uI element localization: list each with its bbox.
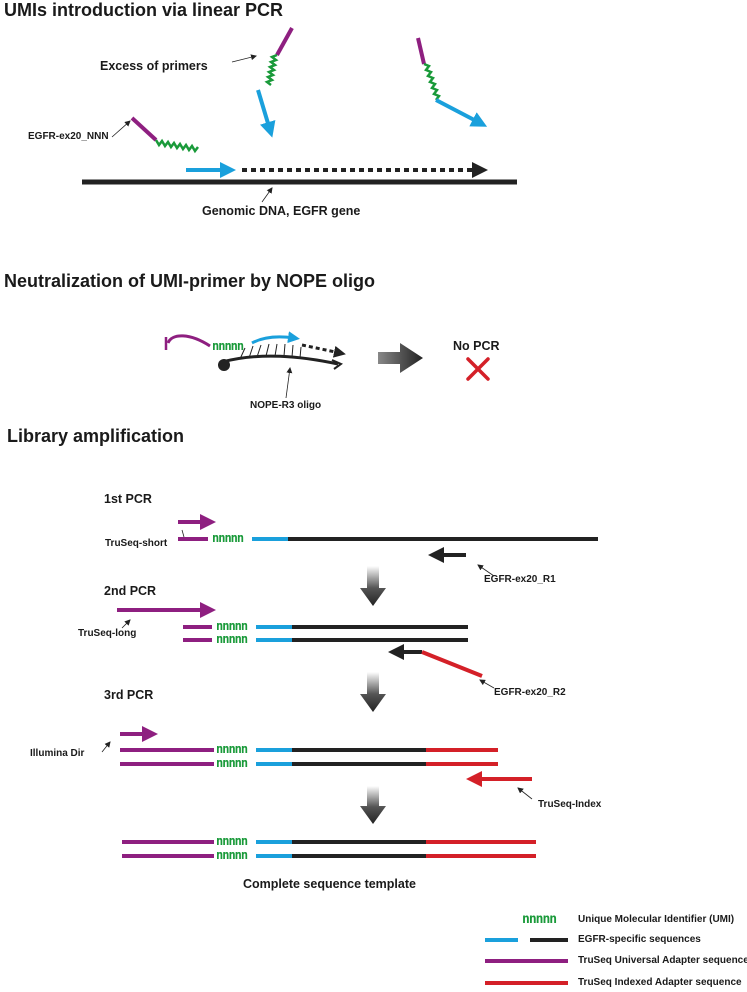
section-title-library: Library amplification [7, 426, 185, 446]
label-no-pcr: No PCR [453, 339, 500, 353]
free-primer-1-adapter [275, 27, 294, 56]
pointer-truseq-long [121, 619, 131, 629]
pointer-excess [231, 54, 257, 63]
label-complete-template: Complete sequence template [243, 877, 416, 891]
label-pcr3: 3rd PCR [104, 688, 154, 702]
down-arrow-2 [360, 672, 386, 712]
nope-dashed [301, 343, 346, 358]
label-truseq-long: TruSeq-long [78, 628, 137, 639]
umi-final-bot: nnnnn [216, 848, 248, 862]
label-excess-primers: Excess of primers [100, 59, 208, 73]
label-egfr-r2: EGFR-ex20_R2 [494, 687, 566, 698]
section-title-umi: UMIs introduction via linear PCR [4, 0, 284, 20]
pointer-nope [285, 367, 293, 399]
umi-pcr3-top: nnnnn [216, 742, 248, 756]
nope-primer-blue [251, 331, 300, 345]
label-pcr1: 1st PCR [104, 492, 152, 506]
primer-umi-zigzag [154, 138, 199, 154]
label-egfr-r1: EGFR-ex20_R1 [484, 574, 556, 585]
umi-pcr2-bot: nnnnn [216, 632, 248, 646]
umi-pcr3-bot: nnnnn [216, 756, 248, 770]
pointer-index [517, 787, 533, 800]
label-illumina-dir: Illumina Dir [30, 748, 85, 759]
label-genomic-dna: Genomic DNA, EGFR gene [202, 204, 361, 218]
umi-pcr2-top: nnnnn [216, 619, 248, 633]
free-primer-2-umi [423, 62, 441, 101]
label-truseq-short: TruSeq-short [105, 538, 168, 549]
primer-adapter-segment [130, 116, 158, 142]
pointer-genomic [261, 187, 273, 203]
pointer-egfr-nnn [111, 120, 131, 138]
free-primer-1-egfr [256, 89, 276, 138]
nope-purple-tail [166, 334, 211, 348]
legend-indexed-text: TruSeq Indexed Adapter sequence [578, 977, 742, 988]
pointer-r2 [479, 679, 495, 689]
legend-umi-text: Unique Molecular Identifier (UMI) [578, 914, 735, 925]
nope-oligo-strand [221, 354, 339, 366]
label-truseq-index: TruSeq-Index [538, 799, 602, 810]
umi-pcr1: nnnnn [212, 531, 244, 545]
down-arrow-1 [360, 566, 386, 606]
section-title-nope: Neutralization of UMI-primer by NOPE oli… [4, 271, 376, 291]
pointer-illumina [101, 741, 111, 753]
free-primer-1-umi [264, 53, 279, 86]
nope-oligo-fork [331, 359, 344, 370]
big-right-arrow [378, 343, 423, 373]
label-egfr-nnn: EGFR-ex20_NNN [28, 131, 109, 142]
nope-oligo-end-blob [218, 359, 230, 371]
free-primer-2-adapter [416, 37, 426, 65]
pointer-truseq-short [181, 529, 185, 538]
pointer-r1 [477, 564, 495, 577]
legend-egfr-text: EGFR-specific sequences [578, 934, 701, 945]
no-pcr-cross [466, 357, 490, 381]
label-nope-r3: NOPE-R3 oligo [250, 400, 322, 411]
down-arrow-3 [360, 786, 386, 824]
umi-final-top: nnnnn [216, 834, 248, 848]
umi-nope: nnnnn [212, 339, 244, 353]
nope-hybrid-ticks [239, 343, 302, 360]
free-primer-2-egfr [435, 98, 488, 127]
legend-universal-text: TruSeq Universal Adapter sequence [578, 955, 747, 966]
legend-umi-symbol: nnnnn [522, 912, 557, 927]
label-pcr2: 2nd PCR [104, 584, 157, 598]
pcr2-reverse-red [421, 650, 483, 678]
